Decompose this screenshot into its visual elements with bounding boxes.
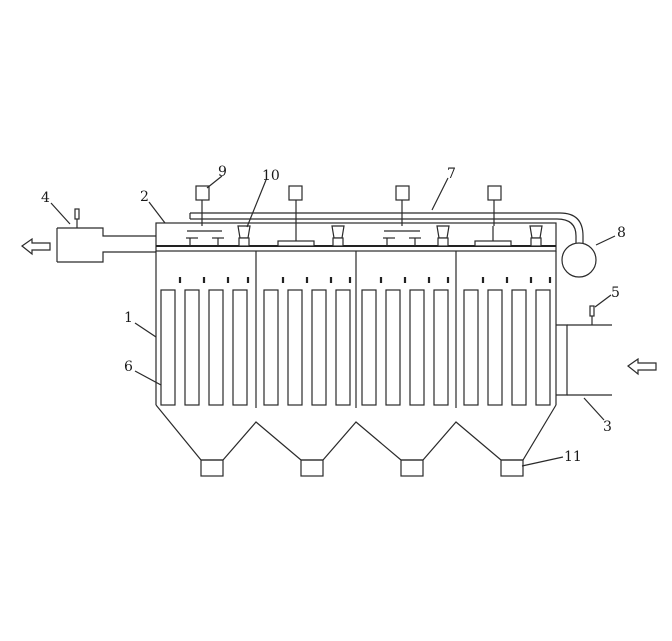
filter-bags — [160, 289, 551, 406]
cylinders — [237, 225, 543, 247]
label-2: 2 — [140, 189, 149, 205]
valve-actuators — [195, 185, 502, 226]
label-4: 4 — [41, 190, 50, 206]
air-tank — [561, 242, 597, 278]
label-5: 5 — [611, 285, 620, 301]
inlet-sensor — [589, 305, 595, 325]
inlet-flow-arrow — [626, 357, 657, 376]
hoppers — [155, 404, 557, 461]
label-10: 10 — [262, 168, 280, 184]
outlet-sensor — [74, 208, 80, 228]
poppet-plate-chamber-4 — [474, 226, 512, 247]
label-8: 8 — [617, 225, 626, 241]
outlet-duct — [56, 227, 156, 263]
label-1: 1 — [124, 310, 133, 326]
label-11: 11 — [564, 449, 582, 465]
label-3: 3 — [603, 419, 612, 435]
pulse-valve-chamber-1 — [186, 230, 224, 246]
inlet-duct — [556, 324, 612, 396]
label-9: 9 — [218, 164, 227, 180]
housing — [155, 222, 557, 408]
poppet-plate-chamber-2 — [277, 226, 315, 247]
leader-lines — [50, 175, 616, 467]
label-7: 7 — [447, 166, 456, 182]
blow-nozzles — [178, 277, 552, 283]
discharge-valves — [200, 459, 524, 477]
pulse-valve-chamber-3 — [383, 230, 421, 246]
air-pipe — [189, 212, 584, 244]
label-6: 6 — [124, 359, 133, 375]
outlet-flow-arrow — [20, 237, 51, 256]
